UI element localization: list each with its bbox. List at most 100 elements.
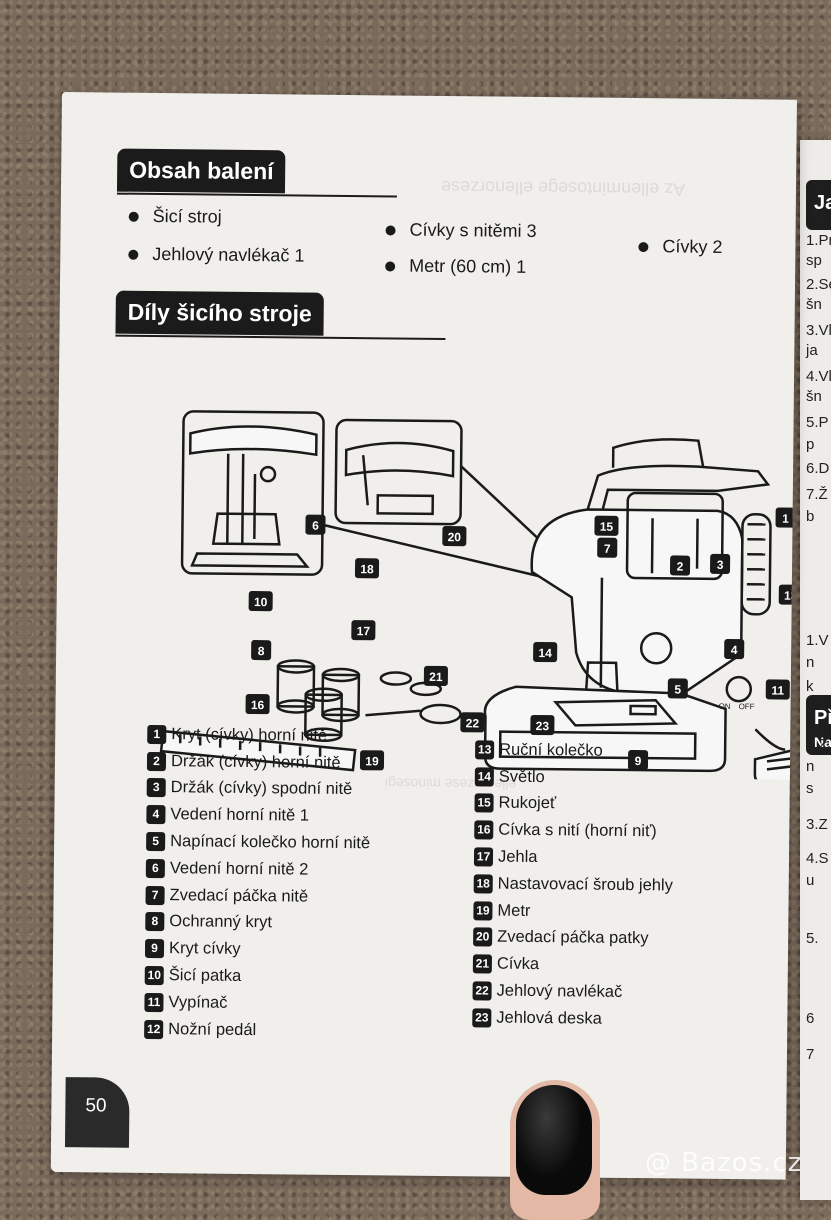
facing-fragment: 1.V <box>806 632 829 649</box>
callout-14-number: 14 <box>538 646 552 660</box>
callout-15-number: 15 <box>600 520 614 534</box>
contents-divider <box>117 193 397 198</box>
facing-fragment: 2.Se <box>806 276 831 293</box>
facing-page-tab-2-title: Př <box>814 707 831 729</box>
facing-fragment: b <box>806 508 814 525</box>
part-number: 12 <box>144 1020 163 1039</box>
part-label: Kryt cívky <box>169 939 241 959</box>
switch-on-label: ON <box>719 702 731 711</box>
callout-8-number: 8 <box>258 644 265 658</box>
part-label: Ruční kolečko <box>499 741 603 761</box>
part-number: 10 <box>145 966 164 985</box>
contents-item: Metr (60 cm) 1 <box>385 255 526 277</box>
part-label: Ochranný kryt <box>169 913 272 933</box>
part-number: 5 <box>146 832 165 851</box>
callout-6: 6 <box>305 515 325 535</box>
facing-fragment: 3.Z <box>806 816 828 833</box>
part-number: 8 <box>145 912 164 931</box>
part-number: 11 <box>144 993 163 1012</box>
callout-8: 8 <box>251 640 271 660</box>
callout-23-number: 23 <box>536 719 550 733</box>
part-label: Napínací kolečko horní nitě <box>170 832 370 853</box>
facing-fragment: 6 <box>806 1010 814 1027</box>
part-label: Kryt (cívky) horní nitě <box>171 725 327 746</box>
list-item: 8 Ochranný kryt <box>145 908 369 937</box>
watermark: @ Bazos.cz <box>645 1148 802 1178</box>
list-item: 20 Zvedací páčka patky <box>473 924 672 953</box>
facing-page-tab: Ja <box>806 180 831 230</box>
callout-13: 13 <box>779 585 797 605</box>
part-label: Vedení horní nitě 1 <box>170 805 309 825</box>
part-label: Nastavovací šroub jehly <box>498 874 673 895</box>
callout-1-number: 1 <box>782 512 789 526</box>
callout-13-number: 13 <box>784 589 797 603</box>
callout-14: 14 <box>533 642 557 662</box>
callout-17-number: 17 <box>357 624 371 638</box>
parts-title: Díly šicího stroje <box>115 291 324 336</box>
switch-off-label: OFF <box>739 702 755 711</box>
callout-20-number: 20 <box>448 530 462 544</box>
contents-item: Cívky 2 <box>638 236 722 258</box>
part-label: Vedení horní nitě 2 <box>170 859 309 879</box>
part-label: Metr <box>497 901 530 920</box>
callout-4: 4 <box>724 639 744 659</box>
facing-page: Ja Př Na 1.Pr sp 2.Se šn 3.Vl ja 4.Vl šn… <box>800 140 831 1200</box>
part-number: 16 <box>474 821 493 840</box>
machine-body <box>530 509 742 699</box>
facing-fragment: 4.S <box>806 850 829 867</box>
list-item: 5 Napínací kolečko horní nitě <box>146 828 370 857</box>
callout-16-number: 16 <box>251 698 265 712</box>
facing-fragment: u <box>806 872 814 889</box>
facing-fragment: 5. <box>806 930 819 947</box>
facing-fragment: šn <box>806 388 822 405</box>
callout-2-number: 2 <box>677 559 684 573</box>
callout-11: 11 <box>766 679 790 699</box>
bullet-icon <box>128 249 138 259</box>
part-label: Držák (cívky) spodní nitě <box>171 779 353 800</box>
part-number: 7 <box>145 886 164 905</box>
bullet-icon <box>385 261 395 271</box>
facing-fragment: sp <box>806 252 822 269</box>
contents-item-label: Šicí stroj <box>153 206 222 228</box>
callout-16: 16 <box>245 694 269 714</box>
facing-fragment: 4.Vl <box>806 368 831 385</box>
bullet-icon <box>386 225 396 235</box>
callout-21: 21 <box>424 666 448 686</box>
facing-fragment: n <box>806 654 814 671</box>
facing-fragment: šn <box>806 296 822 313</box>
part-label: Světlo <box>499 767 545 786</box>
contents-item-label: Cívky 2 <box>662 236 722 258</box>
part-number: 20 <box>473 928 492 947</box>
callout-6-number: 6 <box>312 519 319 533</box>
needle-threader <box>365 704 460 723</box>
facing-fragment: v <box>806 700 814 717</box>
callout-10-number: 10 <box>254 595 268 609</box>
part-label: Rukojeť <box>498 794 556 814</box>
callout-3-number: 3 <box>717 558 724 572</box>
contents-title: Obsah balení <box>117 149 286 194</box>
fingernail <box>516 1085 592 1195</box>
part-label: Jehla <box>498 848 538 867</box>
callout-18-number: 18 <box>360 562 374 576</box>
part-label: Zvedací páčka patky <box>497 928 649 949</box>
part-number: 18 <box>474 874 493 893</box>
callout-20: 20 <box>442 526 466 546</box>
part-label: Držák (cívky) horní nitě <box>171 752 341 773</box>
facing-fragment: 6.D <box>806 460 829 477</box>
contents-item-label: Cívky s nitěmi 3 <box>409 220 536 242</box>
callout-1: 1 <box>775 507 795 527</box>
part-label: Jehlový navlékač <box>497 982 623 1002</box>
contents-item-label: Metr (60 cm) 1 <box>409 256 526 278</box>
list-item: 18 Nastavovací šroub jehly <box>474 870 673 899</box>
